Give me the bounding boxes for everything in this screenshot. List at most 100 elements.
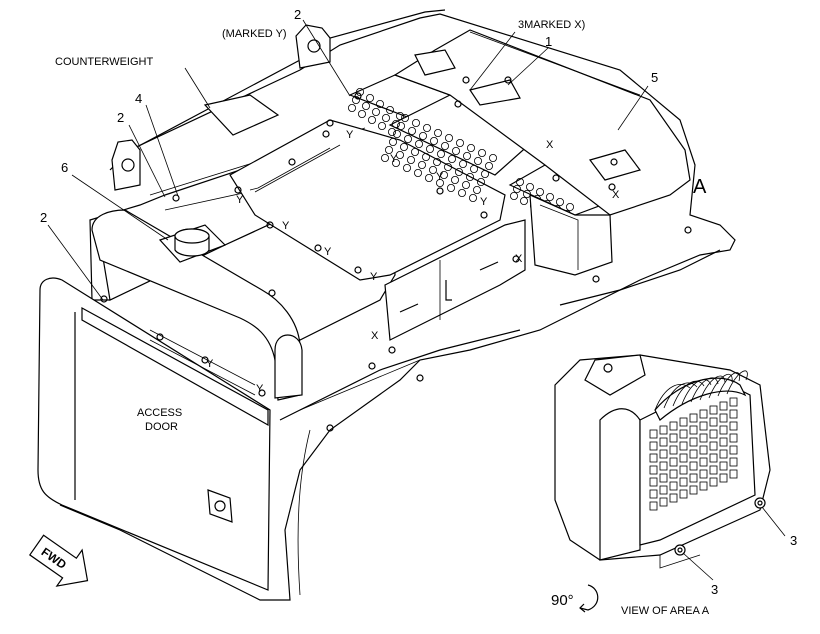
grille-hole bbox=[709, 417, 718, 427]
grille-hole bbox=[699, 469, 708, 479]
grille-hole bbox=[719, 449, 728, 459]
grille-hole bbox=[659, 485, 668, 495]
grille-hole bbox=[649, 489, 658, 499]
grille-hole bbox=[659, 473, 668, 483]
grille-hole bbox=[424, 173, 433, 182]
bolt bbox=[552, 174, 560, 182]
lifting-eye-left bbox=[111, 139, 141, 191]
inset-view-area-a bbox=[554, 354, 771, 569]
grille-hole bbox=[451, 146, 460, 155]
grille-louver bbox=[690, 377, 719, 403]
access-label-line1: ACCESS bbox=[137, 407, 182, 419]
grille-hole bbox=[729, 421, 738, 431]
grille-louver bbox=[663, 382, 698, 409]
marker-x: X bbox=[371, 330, 379, 342]
grille-hole bbox=[566, 202, 575, 211]
bolt bbox=[480, 211, 488, 219]
grille-hole bbox=[355, 88, 364, 97]
grille-hole bbox=[443, 162, 452, 171]
leader-lines bbox=[47, 19, 786, 581]
grille-hole bbox=[377, 122, 386, 131]
grille-hole bbox=[347, 104, 356, 113]
bolt bbox=[234, 186, 242, 194]
grille-hole bbox=[649, 477, 658, 487]
bolt bbox=[462, 76, 470, 84]
inset-fastener-right bbox=[754, 497, 766, 509]
grille-hole bbox=[679, 477, 688, 487]
grille-hole bbox=[709, 453, 718, 463]
grille-hole bbox=[719, 425, 728, 435]
grille-hole bbox=[473, 156, 482, 165]
grille-hole bbox=[439, 170, 448, 179]
grille-hole bbox=[679, 489, 688, 499]
grille-louver bbox=[654, 384, 691, 411]
grille-hole bbox=[381, 114, 390, 123]
grille-hole bbox=[649, 441, 658, 451]
grille-hole bbox=[669, 481, 678, 491]
inset-grille bbox=[649, 370, 748, 511]
grille-hole bbox=[440, 141, 449, 150]
grille-hole bbox=[488, 153, 497, 162]
grille-hole bbox=[436, 149, 445, 158]
bolt bbox=[436, 187, 444, 195]
bolt bbox=[172, 194, 180, 202]
grille-hole bbox=[729, 469, 738, 479]
grille-hole bbox=[410, 147, 419, 156]
grille-hole bbox=[454, 167, 463, 176]
grille-hole bbox=[403, 134, 412, 143]
grille-hole bbox=[536, 187, 545, 196]
grille-hole bbox=[709, 405, 718, 415]
side-doors-center bbox=[384, 219, 526, 341]
grille-hole bbox=[520, 196, 529, 205]
grille-hole bbox=[421, 152, 430, 161]
grille-hole bbox=[689, 461, 698, 471]
grille-hole bbox=[375, 100, 384, 109]
bolt bbox=[326, 424, 334, 432]
grille-hole bbox=[380, 153, 389, 162]
bolt bbox=[314, 244, 322, 252]
inset-fastener-bottom bbox=[674, 544, 686, 556]
bolt bbox=[388, 346, 396, 354]
grille-hole bbox=[476, 177, 485, 186]
grille-hole bbox=[387, 127, 396, 136]
bolt bbox=[504, 76, 512, 84]
bolt bbox=[368, 362, 376, 370]
grille-hole bbox=[425, 144, 434, 153]
grille-hole bbox=[422, 124, 431, 133]
hood-right bbox=[393, 29, 691, 276]
grille-hole bbox=[457, 188, 466, 197]
grille-louver bbox=[717, 372, 741, 397]
grille-hole bbox=[466, 143, 475, 152]
grille-hole bbox=[484, 161, 493, 170]
grille-hole bbox=[729, 433, 738, 443]
grille-hole bbox=[699, 421, 708, 431]
grille-hole bbox=[699, 409, 708, 419]
grille-hole bbox=[729, 409, 738, 419]
grille-hole bbox=[689, 413, 698, 423]
bolt bbox=[416, 374, 424, 382]
grille-hole bbox=[455, 138, 464, 147]
grille-hole bbox=[659, 425, 668, 435]
grille-hole bbox=[709, 429, 718, 439]
grille-hole bbox=[689, 473, 698, 483]
grille-hole bbox=[432, 157, 441, 166]
grille-hole bbox=[399, 142, 408, 151]
grille-hole bbox=[417, 160, 426, 169]
grille-hole bbox=[428, 165, 437, 174]
bolt bbox=[268, 289, 276, 297]
grille-hole bbox=[391, 158, 400, 167]
grille-hole bbox=[699, 433, 708, 443]
grille-hole bbox=[516, 177, 525, 186]
grille-hole bbox=[546, 192, 555, 201]
bolt bbox=[258, 389, 266, 397]
marked-y-label: (MARKED Y) bbox=[222, 28, 287, 40]
grille-hole bbox=[679, 453, 688, 463]
grille-hole bbox=[465, 172, 474, 181]
grille-hole bbox=[446, 183, 455, 192]
bolt bbox=[608, 183, 616, 191]
access-label-line2: DOOR bbox=[145, 421, 178, 433]
grille-hole bbox=[414, 139, 423, 148]
marker-y: Y bbox=[436, 171, 444, 183]
grille-louver bbox=[726, 370, 748, 395]
